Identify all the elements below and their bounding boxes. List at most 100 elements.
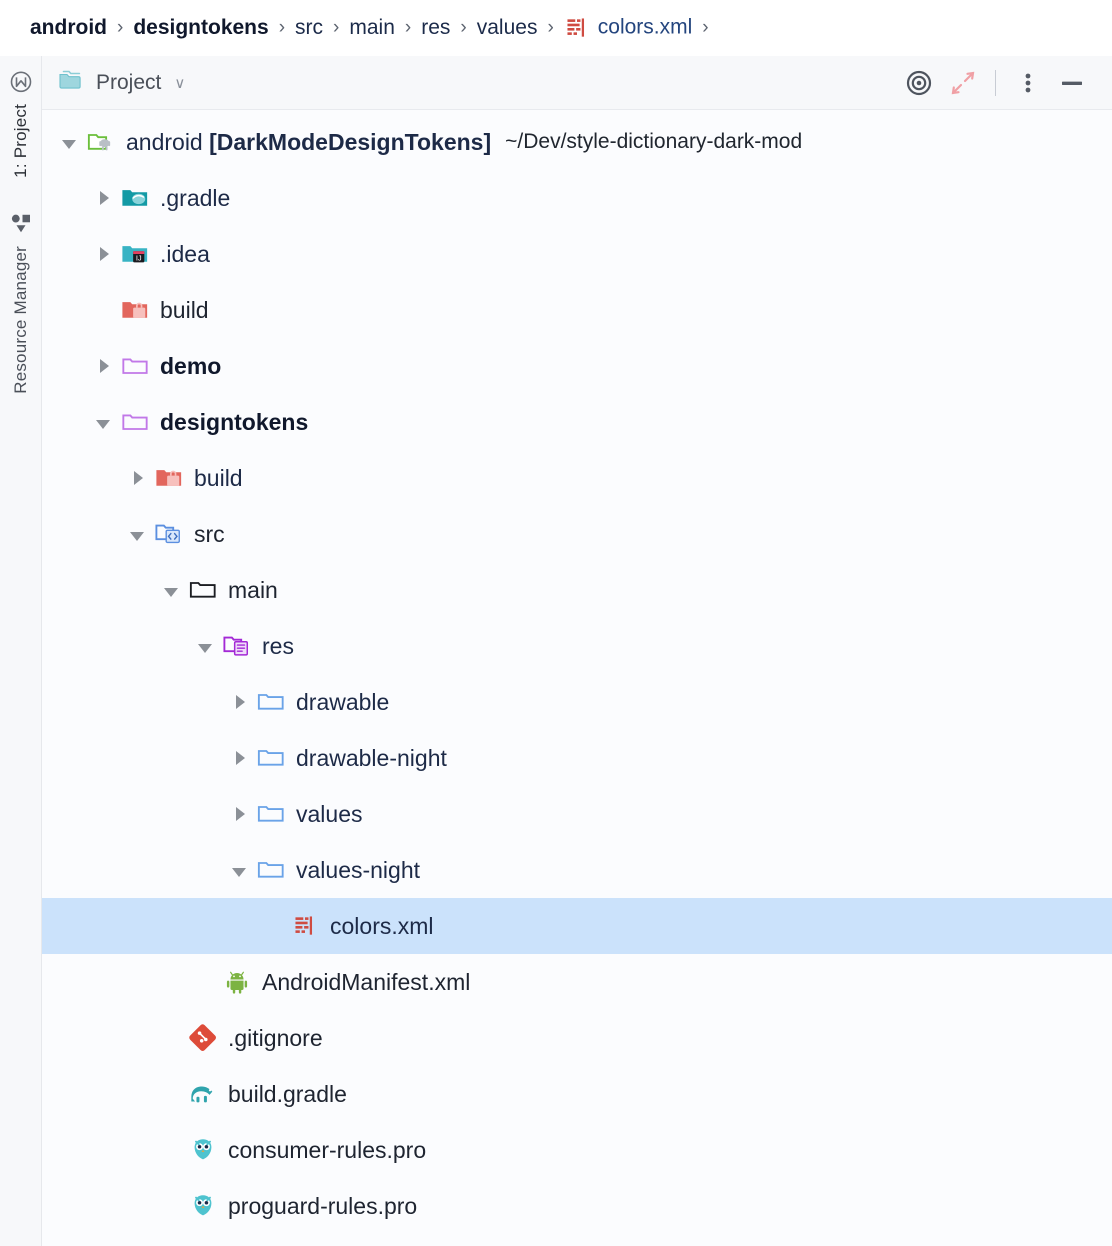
breadcrumb-item-main[interactable]: main	[347, 16, 397, 40]
breadcrumb-item-label: res	[421, 16, 451, 39]
breadcrumb-item-src[interactable]: src	[293, 16, 325, 40]
tree-row[interactable]: AndroidManifest.xml	[42, 954, 1112, 1010]
tree-row[interactable]: src	[42, 506, 1112, 562]
tree-row[interactable]: proguard-rules.pro	[42, 1178, 1112, 1234]
chevron-right-icon[interactable]	[226, 801, 252, 827]
gradle-folder-icon	[120, 183, 150, 213]
tree-row-label: values	[296, 800, 363, 827]
chevron-right-icon[interactable]	[90, 185, 116, 211]
project-tree[interactable]: android [DarkModeDesignTokens]~/Dev/styl…	[42, 110, 1112, 1246]
tree-row-label: .gitignore	[228, 1024, 323, 1051]
breadcrumb-item-label: values	[476, 16, 538, 39]
tree-row[interactable]: colors.xml	[42, 898, 1112, 954]
tree-row-label: drawable-night	[296, 744, 447, 771]
tree-row-label: designtokens	[160, 408, 309, 435]
blue-folder-icon	[256, 799, 286, 829]
chevron-down-icon[interactable]	[158, 577, 184, 603]
tool-strip-tab-project-label: 1: Project	[10, 104, 30, 178]
tree-row-label: build	[160, 296, 209, 323]
breadcrumb-item-values[interactable]: values	[475, 16, 540, 40]
target-icon[interactable]	[897, 63, 941, 103]
xml-file-icon	[564, 15, 590, 41]
tool-window-actions	[897, 63, 1094, 103]
tree-row[interactable]: .gradle	[42, 170, 1112, 226]
collapse-arrows-icon[interactable]	[941, 63, 985, 103]
kebab-menu-icon[interactable]	[1006, 63, 1050, 103]
tree-row-label: build.gradle	[228, 1080, 347, 1107]
toolbar-divider	[995, 69, 996, 96]
breadcrumb-separator: ›	[702, 17, 709, 38]
plain-folder-icon	[188, 575, 218, 605]
proguard-icon	[188, 1191, 218, 1221]
breadcrumb-item-colors-xml[interactable]: colors.xml	[562, 15, 695, 41]
blue-folder-icon	[256, 855, 286, 885]
tree-row-label: build	[194, 464, 243, 491]
breadcrumb-item-label: src	[295, 16, 324, 39]
tree-row[interactable]: drawable	[42, 674, 1112, 730]
tree-row[interactable]: values	[42, 786, 1112, 842]
chevron-down-icon[interactable]	[226, 857, 252, 883]
chevron-down-icon[interactable]	[124, 521, 150, 547]
tree-row[interactable]: consumer-rules.pro	[42, 1122, 1112, 1178]
tool-window-title-label: Project	[96, 70, 162, 94]
tree-row-label: .gradle	[160, 184, 231, 211]
xml-file-icon	[290, 911, 320, 941]
breadcrumb-item-android[interactable]: android	[28, 16, 109, 40]
tree-row-label: drawable	[296, 688, 390, 715]
breadcrumb-item-label: android	[30, 16, 107, 39]
tool-window-header: Project ∨	[42, 56, 1112, 110]
tree-row-label: .idea	[160, 240, 210, 267]
gradle-icon	[188, 1079, 218, 1109]
tree-row[interactable]: IJ .idea	[42, 226, 1112, 282]
tree-row[interactable]: .gitignore	[42, 1010, 1112, 1066]
breadcrumb-item-res[interactable]: res	[419, 16, 452, 40]
build-folder-icon	[120, 295, 150, 325]
ide-frame: 1: Project Resource Manager	[0, 56, 1112, 1246]
tree-row[interactable]: build	[42, 450, 1112, 506]
build-folder-icon	[154, 463, 184, 493]
source-folder-icon	[154, 519, 184, 549]
breadcrumb-separator: ›	[117, 17, 124, 38]
chevron-right-icon[interactable]	[226, 745, 252, 771]
res-folder-icon	[222, 631, 252, 661]
tree-row-label: src	[194, 520, 225, 547]
tree-row[interactable]: main	[42, 562, 1112, 618]
tree-row[interactable]: res	[42, 618, 1112, 674]
tool-window-title[interactable]: Project ∨	[58, 68, 185, 98]
breadcrumb-separator: ›	[333, 17, 340, 38]
tree-row-label: demo	[160, 352, 222, 379]
chevron-right-icon[interactable]	[90, 241, 116, 267]
breadcrumb-separator: ›	[278, 17, 286, 38]
chevron-right-icon[interactable]	[226, 689, 252, 715]
svg-text:IJ: IJ	[136, 254, 142, 263]
tree-row[interactable]: build.gradle	[42, 1066, 1112, 1122]
tool-strip-tab-resource-manager-label: Resource Manager	[10, 245, 30, 394]
chevron-right-icon[interactable]	[90, 353, 116, 379]
tree-row[interactable]: demo	[42, 338, 1112, 394]
chevron-right-icon[interactable]	[124, 465, 150, 491]
tool-strip-tab-resource-manager[interactable]: Resource Manager	[9, 206, 33, 400]
idea-folder-icon: IJ	[120, 239, 150, 269]
android-project-folder-icon	[86, 127, 116, 157]
tree-row[interactable]: android [DarkModeDesignTokens]~/Dev/styl…	[42, 114, 1112, 170]
tree-row-label: AndroidManifest.xml	[262, 968, 471, 995]
minimize-icon[interactable]	[1050, 63, 1094, 103]
breadcrumb-item-designtokens[interactable]: designtokens	[131, 16, 270, 40]
tree-row[interactable]: designtokens	[42, 394, 1112, 450]
tree-row[interactable]: values-night	[42, 842, 1112, 898]
blue-folder-icon	[256, 687, 286, 717]
tree-row[interactable]: drawable-night	[42, 730, 1112, 786]
project-tool-window: Project ∨	[42, 56, 1112, 1246]
tree-row-label: res	[262, 632, 294, 659]
chevron-down-icon[interactable]	[56, 129, 82, 155]
tree-row-label: values-night	[296, 856, 421, 883]
breadcrumb-separator: ›	[460, 17, 467, 38]
tree-row[interactable]: build	[42, 282, 1112, 338]
tree-row-label: proguard-rules.pro	[228, 1192, 418, 1219]
module-folder-icon	[120, 407, 150, 437]
chevron-down-icon[interactable]	[90, 409, 116, 435]
tool-strip-tab-project[interactable]: 1: Project	[9, 64, 33, 184]
chevron-down-icon[interactable]: ∨	[174, 74, 186, 92]
chevron-down-icon[interactable]	[192, 633, 218, 659]
android-manifest-icon	[222, 967, 252, 997]
